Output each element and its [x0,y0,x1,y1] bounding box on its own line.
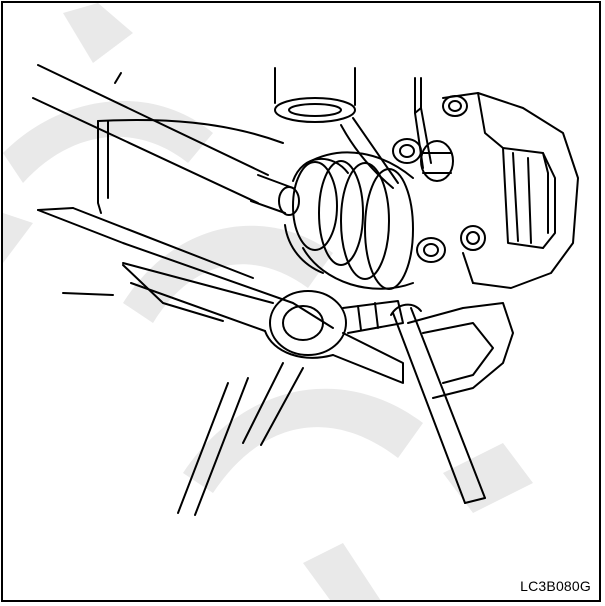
brake-caliper-illustration [32,64,579,516]
figure-code: LC3B080G [520,578,591,594]
